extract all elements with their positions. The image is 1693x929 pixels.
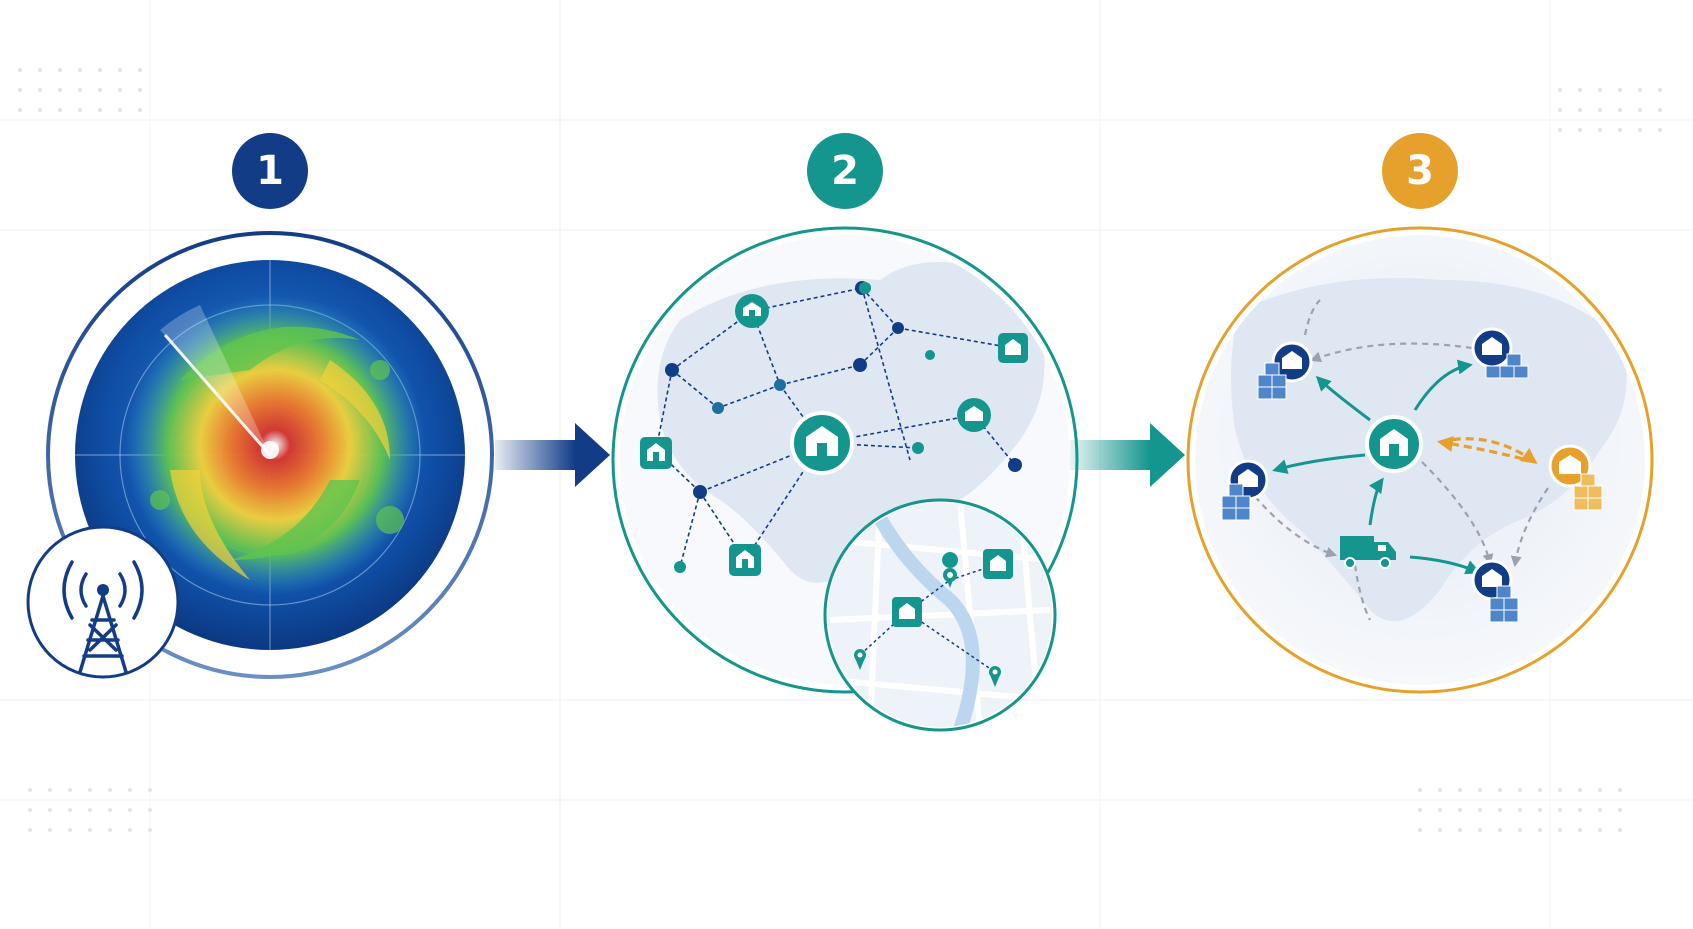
city-map-inset <box>825 500 1055 730</box>
warehouse-icon <box>735 294 769 328</box>
step-2-badge: 2 <box>807 133 883 209</box>
flow-arrow-2-to-3 <box>1070 423 1185 487</box>
warehouse-icon <box>957 398 991 432</box>
warehouse-icon <box>640 437 672 469</box>
broadcast-tower-icon <box>28 527 178 677</box>
step-1-number: 1 <box>256 148 284 194</box>
step-3-number: 3 <box>1406 148 1434 194</box>
warehouse-icon <box>983 549 1013 579</box>
step-3-badge: 3 <box>1382 133 1458 209</box>
warehouse-icon <box>729 544 761 576</box>
warehouse-icon <box>1473 329 1511 367</box>
warehouse-icon <box>998 333 1028 363</box>
flow-arrow-1-to-2 <box>495 423 610 487</box>
step-2-network-panel <box>613 228 1077 730</box>
step-2-number: 2 <box>831 148 859 194</box>
step-3-logistics-panel <box>1188 228 1652 692</box>
step-1-badge: 1 <box>232 133 308 209</box>
step-1-radar-panel <box>28 233 492 677</box>
warehouse-icon <box>892 597 922 627</box>
central-warehouse-icon <box>1367 417 1421 471</box>
central-warehouse-icon <box>792 413 852 473</box>
